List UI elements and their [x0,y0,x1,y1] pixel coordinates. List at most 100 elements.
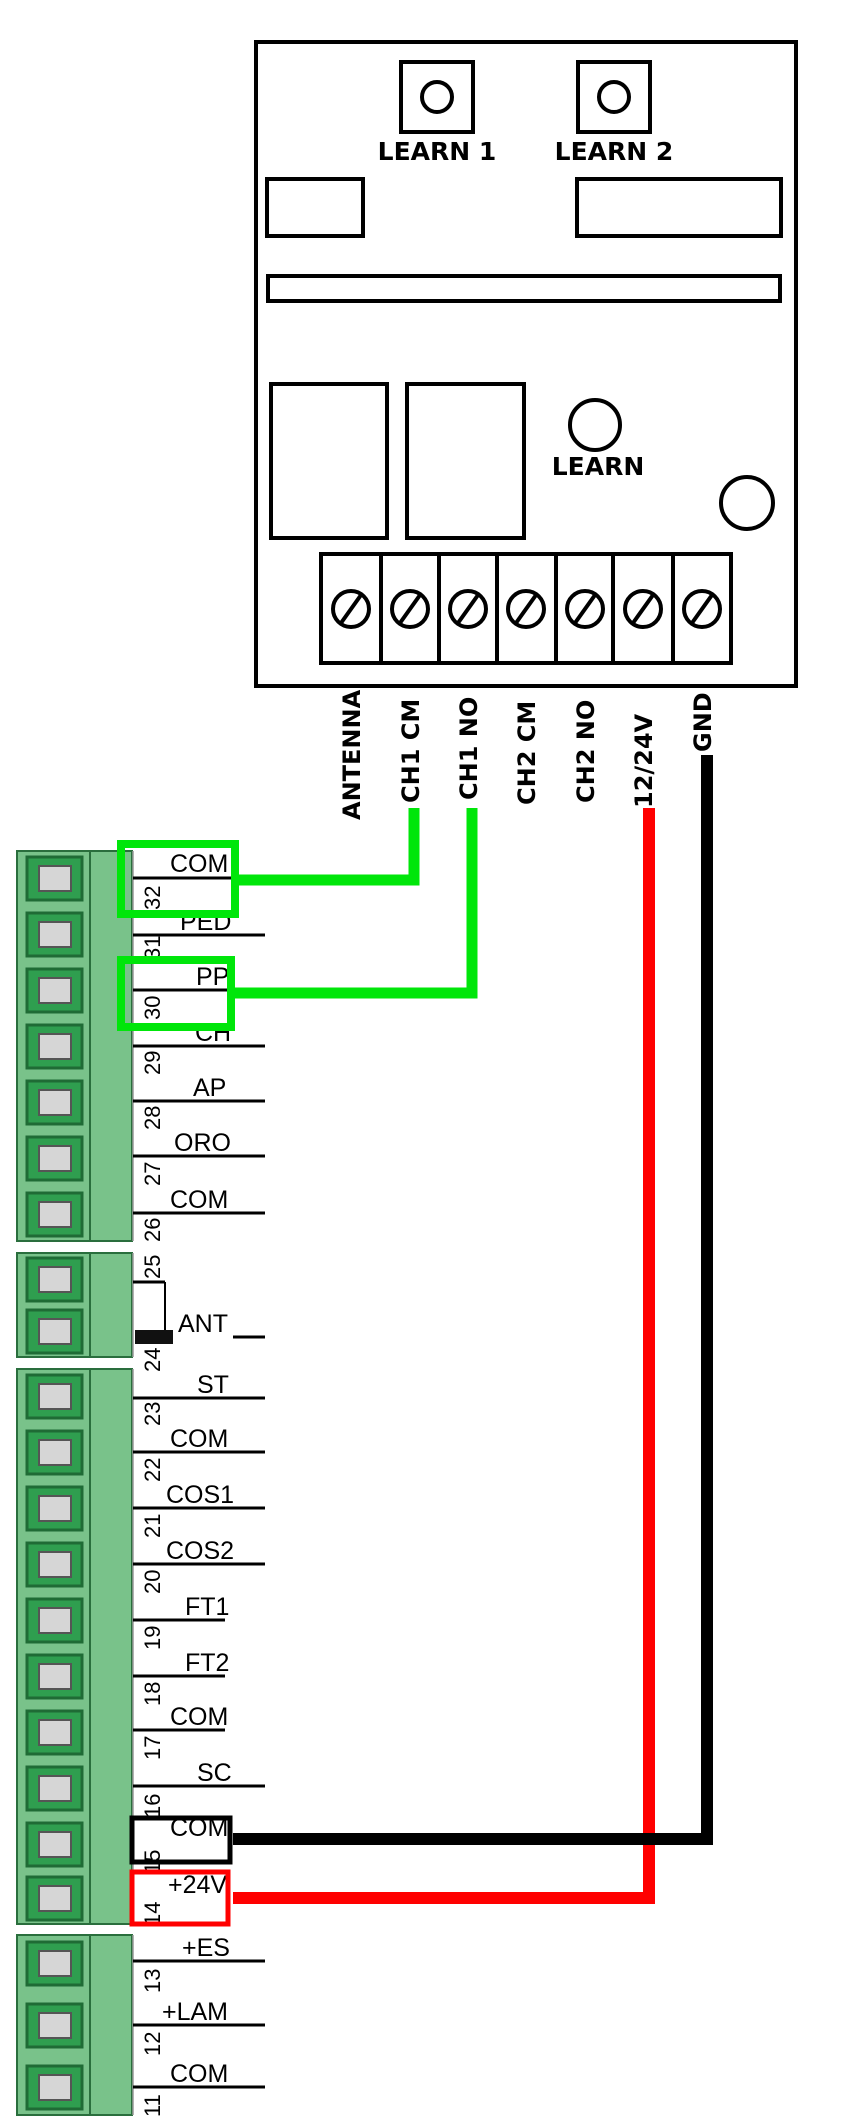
led-indicator [719,475,775,531]
screw-icon [623,589,663,629]
receiver-module: LEARN 1 LEARN 2 LEARN [254,40,798,820]
screw-icon [565,589,605,629]
terminal-label: COM [170,1186,228,1214]
highlight-pp30 [117,956,235,1031]
screw-icon [448,589,488,629]
screw-terminals [331,554,722,663]
terminal-slot [25,967,84,1014]
wide-component [575,177,783,238]
terminal-label: COM [170,1425,228,1453]
terminal-label: SC [197,1759,232,1787]
wire-12-24v-to-24v14 [233,808,655,1904]
terminal-number: 24 [140,1348,165,1372]
learn1-label: LEARN 1 [378,137,497,166]
control-board-terminals: COM PED PP CH AP ORO COM ANT ST COM COS1… [16,850,273,2121]
terminal-number: 26 [140,1218,165,1242]
highlight-com32 [117,840,239,918]
terminal-slot [25,1485,84,1532]
small-component [265,177,365,238]
terminal-number: 23 [140,1402,165,1426]
terminal-number: 21 [140,1514,165,1538]
wires [232,755,713,1904]
terminal-label: FT1 [185,1593,229,1621]
terminal-number: 29 [140,1051,165,1075]
terminal-label: AP [193,1074,226,1102]
learn2-label: LEARN 2 [555,137,674,166]
terminal-slot [25,1597,84,1644]
terminal-number: 28 [140,1106,165,1130]
terminal-label: +LAM [162,1998,228,2026]
terminal-slot [25,1023,84,1070]
terminal-slot [25,1429,84,1476]
terminal-slot [25,2002,84,2049]
learn1-button-cap [420,80,454,114]
terminal-label: FT2 [185,1649,229,1677]
pin-label-12-24v: 12/24V [630,713,658,808]
terminal-slot [25,1135,84,1182]
terminal-number: 16 [140,1794,165,1818]
long-strip [266,274,782,303]
terminal-number: 30 [140,996,165,1020]
terminal-slot [25,1940,84,1987]
pin-label-gnd: GND [689,692,717,752]
terminal-slot [25,911,84,958]
highlight-24v14 [129,1869,231,1927]
terminal-slot [25,1653,84,1700]
terminal-number: 13 [140,1969,165,1993]
terminal-number: 22 [140,1458,165,1482]
screw-icon [506,589,546,629]
antenna-jumper [135,1330,173,1344]
terminal-slot [25,855,84,902]
terminal-slot [25,1308,84,1355]
screw-icon [682,589,722,629]
terminal-label: ORO [174,1129,231,1157]
terminal-number: 32 [140,886,165,910]
terminal-label: +ES [182,1934,230,1962]
terminal-label: PP [196,963,229,991]
learn-label: LEARN [552,452,645,481]
terminal-slot [25,1373,84,1420]
terminal-label: COM [170,850,228,878]
terminal-number: 20 [140,1570,165,1594]
terminal-slot [25,2064,84,2111]
terminal-number: 19 [140,1626,165,1650]
terminal-slot [25,1079,84,1126]
terminal-slot [25,1765,84,1812]
highlight-com15 [129,1815,233,1865]
terminal-label: COM [170,1703,228,1731]
wire-gnd-to-com15 [233,755,713,1845]
terminal-slot [25,1875,84,1922]
screw-icon [331,589,371,629]
terminal-slot [25,1821,84,1868]
terminal-number: 18 [140,1682,165,1706]
terminal-label: COM [170,2060,228,2088]
terminal-number: 17 [140,1736,165,1760]
terminal-slot [25,1541,84,1588]
terminal-slot [25,1256,84,1303]
terminal-label: ST [197,1371,229,1399]
screw-icon [390,589,430,629]
relay-2 [405,382,526,540]
wire-ch1-no-to-pp30 [232,808,478,999]
pin-label-ch1-cm: CH1 CM [397,699,425,803]
terminal-number: 12 [140,2032,165,2056]
terminal-label: COS2 [166,1537,234,1565]
terminal-slot [25,1709,84,1756]
pin-label-ch1-no: CH1 NO [455,697,483,800]
terminal-slots [25,855,84,2111]
terminal-label: COS1 [166,1481,234,1509]
learn-button [568,398,622,452]
terminal-number: 11 [140,2094,165,2117]
relay-1 [269,382,389,540]
terminal-label: +24V [168,1871,227,1899]
wire-ch1-cm-to-com32 [232,808,420,886]
terminal-number: 27 [140,1162,165,1186]
terminal-slot [25,1191,84,1238]
terminal-label: ANT [178,1310,228,1338]
terminal-number: 31 [140,936,165,960]
terminal-separator-lines [133,876,265,2089]
learn2-button-cap [597,80,631,114]
pin-label-ch2-no: CH2 NO [572,700,600,803]
pin-label-ch2-cm: CH2 CM [513,701,541,805]
